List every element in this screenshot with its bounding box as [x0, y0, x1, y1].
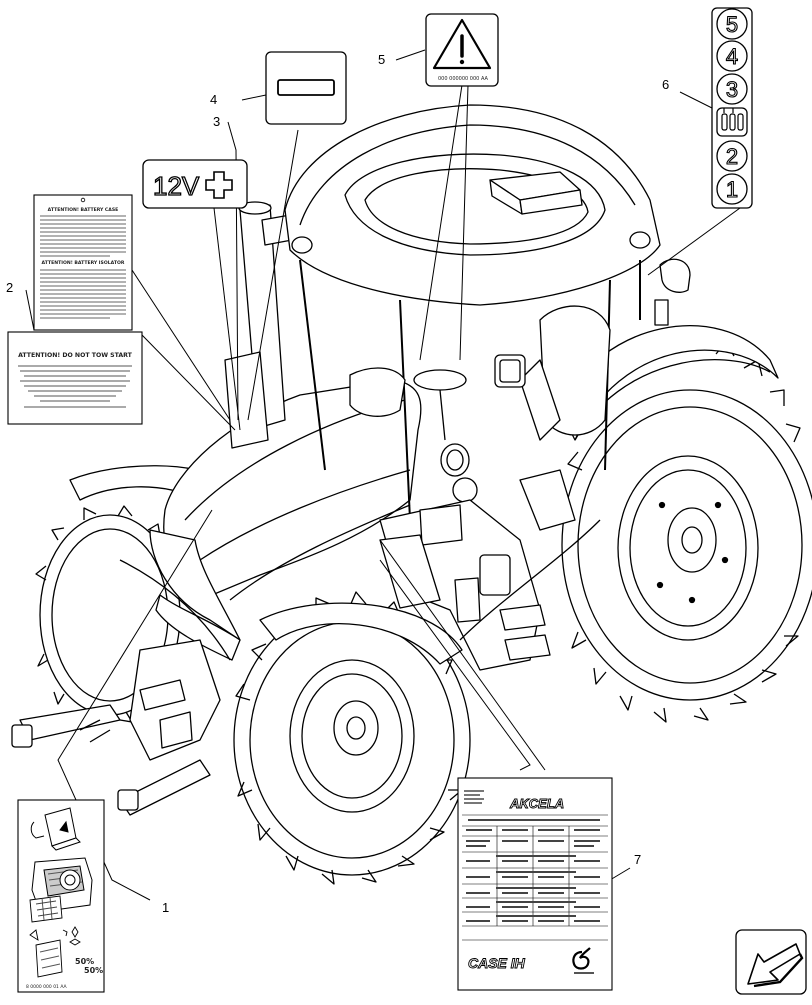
callout-1: 1: [162, 900, 169, 915]
spec-plate-brand: AKCELA: [509, 796, 564, 811]
front-fender-right: [259, 602, 463, 665]
gear-range-2: 2: [726, 144, 738, 169]
decal-gear-ranges: 5 4 3 2 1: [711, 7, 753, 209]
callout-5: 5: [378, 52, 385, 67]
battery-isolator-heading: ATTENTION! BATTERY ISOLATOR: [42, 260, 125, 266]
rear-body: [379, 469, 576, 671]
spec-plate-maker: CASE IH: [468, 955, 526, 971]
decal-spec-plate: AKCELA: [457, 777, 613, 991]
gear-range-4: 4: [726, 44, 738, 69]
manual-decal-code: 8 0000 000 01 AA: [26, 984, 68, 990]
arrow-icon: [747, 943, 801, 985]
coolant-icon: [29, 926, 81, 978]
callout-6: 6: [662, 77, 669, 92]
gear-range-1: 1: [726, 177, 738, 202]
decal-warning: 000 000000 000 AA: [425, 13, 499, 87]
rear-fender-right: [559, 325, 779, 441]
front-right-wheel: [233, 591, 471, 885]
warning-decal-code: 000 000000 000 AA: [438, 76, 489, 82]
shift-lever-icon: [716, 107, 748, 137]
cab: [284, 104, 691, 521]
decal-do-not-tow: ATTENTION! DO NOT TOW START: [7, 331, 143, 425]
plus-icon: [205, 171, 233, 199]
callout-2: 2: [6, 280, 13, 295]
coolant-ratio-left: 50%: [75, 957, 94, 966]
callout-numbers: 1 2 3 4 5 6 7: [6, 52, 669, 915]
next-view-arrow-button[interactable]: [735, 929, 807, 995]
callout-3: 3: [213, 114, 220, 129]
do-not-tow-heading: ATTENTION! DO NOT TOW START: [18, 352, 133, 359]
callout-7: 7: [634, 852, 641, 867]
gear-range-5: 5: [726, 12, 738, 37]
decal-battery-positive: 12V: [142, 159, 248, 209]
decal-battery-caution: ATTENTION! BATTERY CASE ATTENTION! BATTE…: [33, 194, 133, 331]
battery-caution-heading: ATTENTION! BATTERY CASE: [48, 207, 119, 213]
maker-emblem-icon: [572, 947, 594, 974]
voltage-label: 12V: [153, 171, 200, 201]
callout-4: 4: [210, 92, 217, 107]
leader-lines: [25, 49, 741, 901]
minus-icon: [277, 79, 335, 96]
tractor-drawing: [11, 104, 812, 885]
decal-battery-negative: [265, 51, 347, 125]
manual-book-icon: [30, 807, 81, 851]
decal-operator-manual: 50% 50% 8 0000 000 01 AA: [17, 799, 105, 993]
rear-right-wheel: [561, 335, 812, 723]
battery-grid-icon: [29, 895, 63, 923]
gear-range-3: 3: [726, 77, 738, 102]
coolant-ratio-right: 50%: [84, 966, 103, 975]
